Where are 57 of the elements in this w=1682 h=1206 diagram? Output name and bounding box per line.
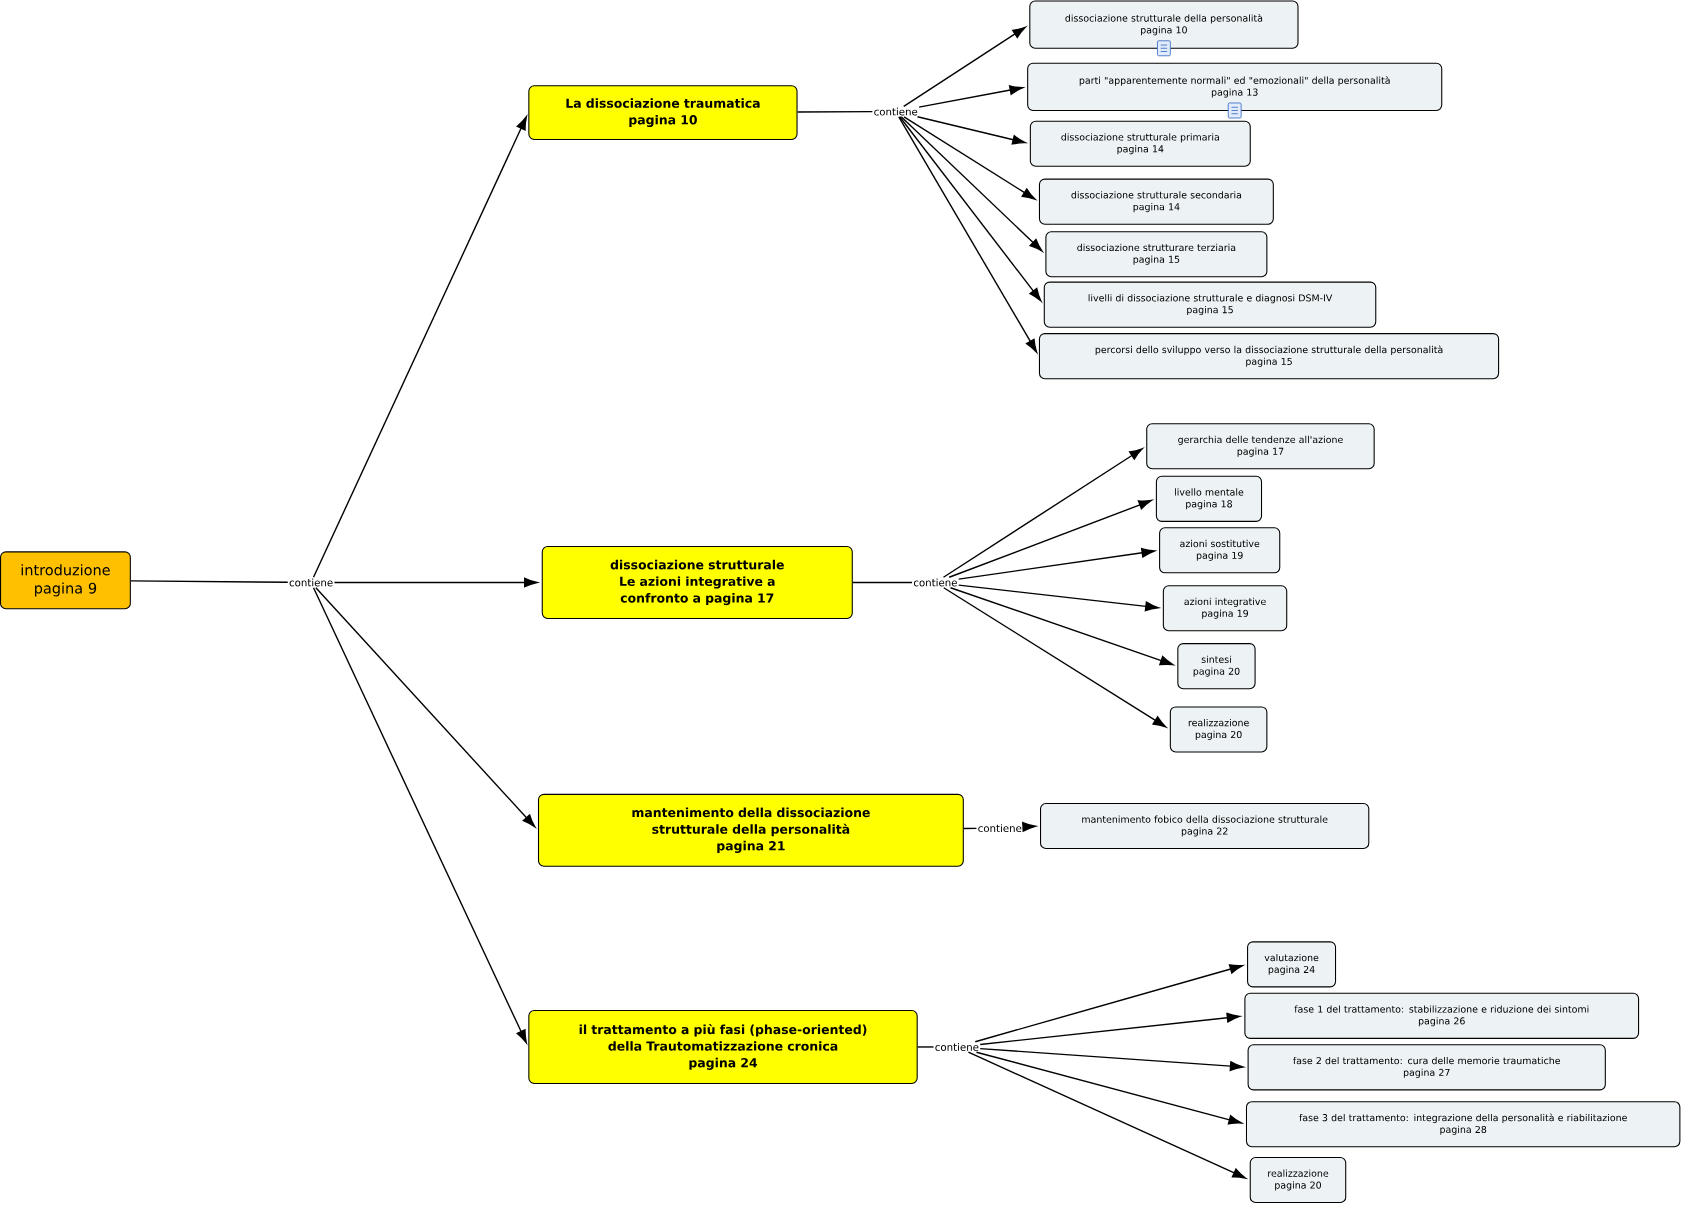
arrow <box>975 1051 1242 1125</box>
concept-box: La dissociazione traumatica pagina 10 <box>528 85 798 141</box>
arrow <box>948 499 1153 579</box>
linking-phrase: contiene <box>933 1042 980 1053</box>
connector-line <box>852 581 913 584</box>
arrow <box>974 964 1244 1043</box>
concept-box: parti "apparentemente normali" ed "emozionali" della personalità pagina 13 <box>1027 62 1443 112</box>
concept-box: percorsi dello sviluppo verso la dissociazione strutturale della personalità pagina 15 <box>1038 333 1500 380</box>
arrow <box>333 577 538 588</box>
linking-phrase: contiene <box>287 577 335 588</box>
arrow <box>916 116 1026 145</box>
arrow <box>958 548 1155 580</box>
arrow <box>979 1012 1241 1046</box>
arrow <box>942 448 1143 579</box>
arrow <box>899 116 1042 302</box>
arrow <box>312 116 527 579</box>
arrow <box>918 85 1024 109</box>
concept-box: sintesi pagina 20 <box>1177 643 1256 690</box>
arrow <box>315 587 536 828</box>
concept-box: realizzazione pagina 20 <box>1249 1157 1347 1204</box>
concept-box: dissociazione strutturale Le azioni integrative a confronto a pagina 17 <box>541 546 853 620</box>
concept-box: dissociazione strutturare terziaria pagina 15 <box>1045 231 1268 278</box>
concept-box: realizzazione pagina 20 <box>1169 706 1268 753</box>
concept-box: dissociazione strutturale primaria pagina 14 <box>1029 120 1251 167</box>
concept-box: fase 2 del trattamento: cura delle memorie traumatiche pagina 27 <box>1247 1044 1606 1091</box>
concept-box: il trattamento a più fasi (phase-oriented) della Trautomatizzazione cronica pagina 24 <box>528 1010 918 1085</box>
arrow <box>898 116 1038 353</box>
concept-box: dissociazione strutturale secondaria pagina 14 <box>1038 178 1274 225</box>
concept-box: valutazione pagina 24 <box>1247 941 1337 988</box>
concept-box: mantenimento della dissociazione strutturale della personalità pagina 21 <box>537 793 964 867</box>
arrow <box>903 26 1026 108</box>
concept-box: azioni integrative pagina 19 <box>1162 585 1288 632</box>
arrow <box>943 587 1167 728</box>
arrow <box>1022 822 1036 832</box>
concept-box: mantenimento fobico della dissociazione strutturale pagina 22 <box>1040 803 1370 850</box>
linking-phrase: contiene <box>976 823 1023 834</box>
arrow <box>900 116 1043 252</box>
arrow <box>903 116 1036 200</box>
concept-box: livello mentale pagina 18 <box>1155 475 1263 522</box>
connector-line <box>963 827 978 830</box>
arrow <box>967 1051 1247 1179</box>
concept-box: dissociazione strutturale della personalità pagina 10 <box>1029 0 1299 49</box>
arrow <box>312 587 527 1044</box>
connector-line <box>796 111 874 113</box>
connector-line <box>130 580 289 584</box>
concept-box: azioni sostitutive pagina 19 <box>1159 527 1281 574</box>
concept-box: introduzione pagina 9 <box>0 551 131 610</box>
linking-phrase: contiene <box>872 106 919 117</box>
connector-line <box>917 1046 935 1048</box>
arrow <box>949 587 1174 666</box>
arrow <box>979 1048 1244 1072</box>
concept-box: fase 1 del trattamento: stabilizzazione e riduzione dei sintomi pagina 26 <box>1244 992 1640 1040</box>
linking-phrase: contiene <box>912 577 959 588</box>
concept-box: gerarchia delle tendenze all'azione pagina 17 <box>1146 423 1375 470</box>
concept-box: fase 3 del trattamento: integrazione della personalità e riabilitazione pagina 28 <box>1245 1101 1681 1148</box>
concept-box: livelli di dissociazione strutturale e diagnosi DSM-IV pagina 15 <box>1043 281 1377 328</box>
arrow <box>958 584 1159 612</box>
